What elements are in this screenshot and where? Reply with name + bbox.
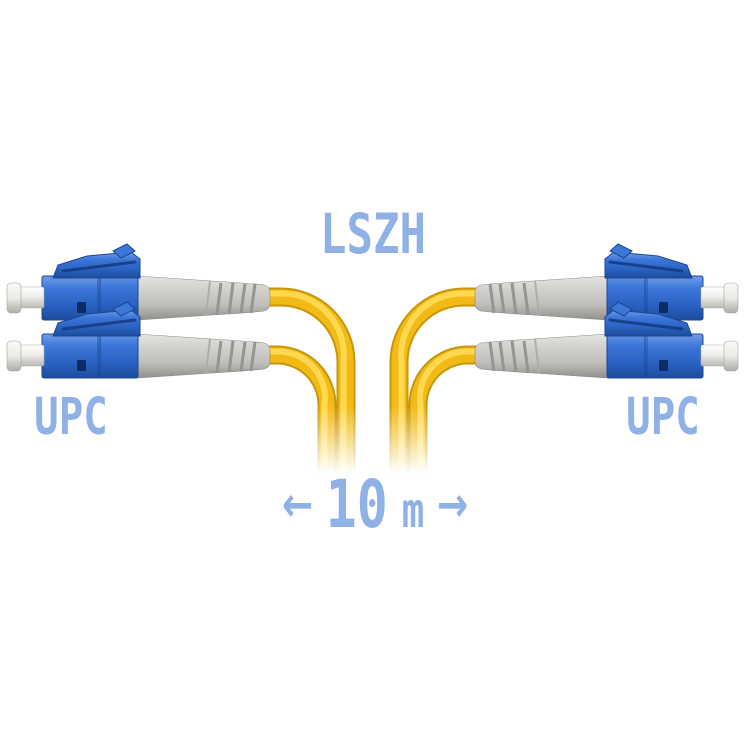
cable-bottom-left <box>250 345 337 486</box>
length-annotation: ← 10 m → <box>282 472 468 538</box>
right-arrow-icon: → <box>436 477 469 533</box>
cable-top-right <box>389 287 495 486</box>
right-polish-type-label: UPC <box>626 388 700 447</box>
length-unit: m <box>401 483 425 539</box>
left-arrow-icon: ← <box>281 477 314 533</box>
jacket-material-label: LSZH <box>320 202 426 266</box>
length-value: 10 <box>325 466 388 543</box>
cable-bottom-right <box>408 345 495 486</box>
lc-upc-connector-top-right <box>473 242 740 322</box>
cable-top-left <box>250 287 356 486</box>
cable-fade-overlay <box>300 405 446 503</box>
lc-upc-connector-top-left <box>5 242 272 322</box>
left-polish-type-label: UPC <box>34 388 108 447</box>
